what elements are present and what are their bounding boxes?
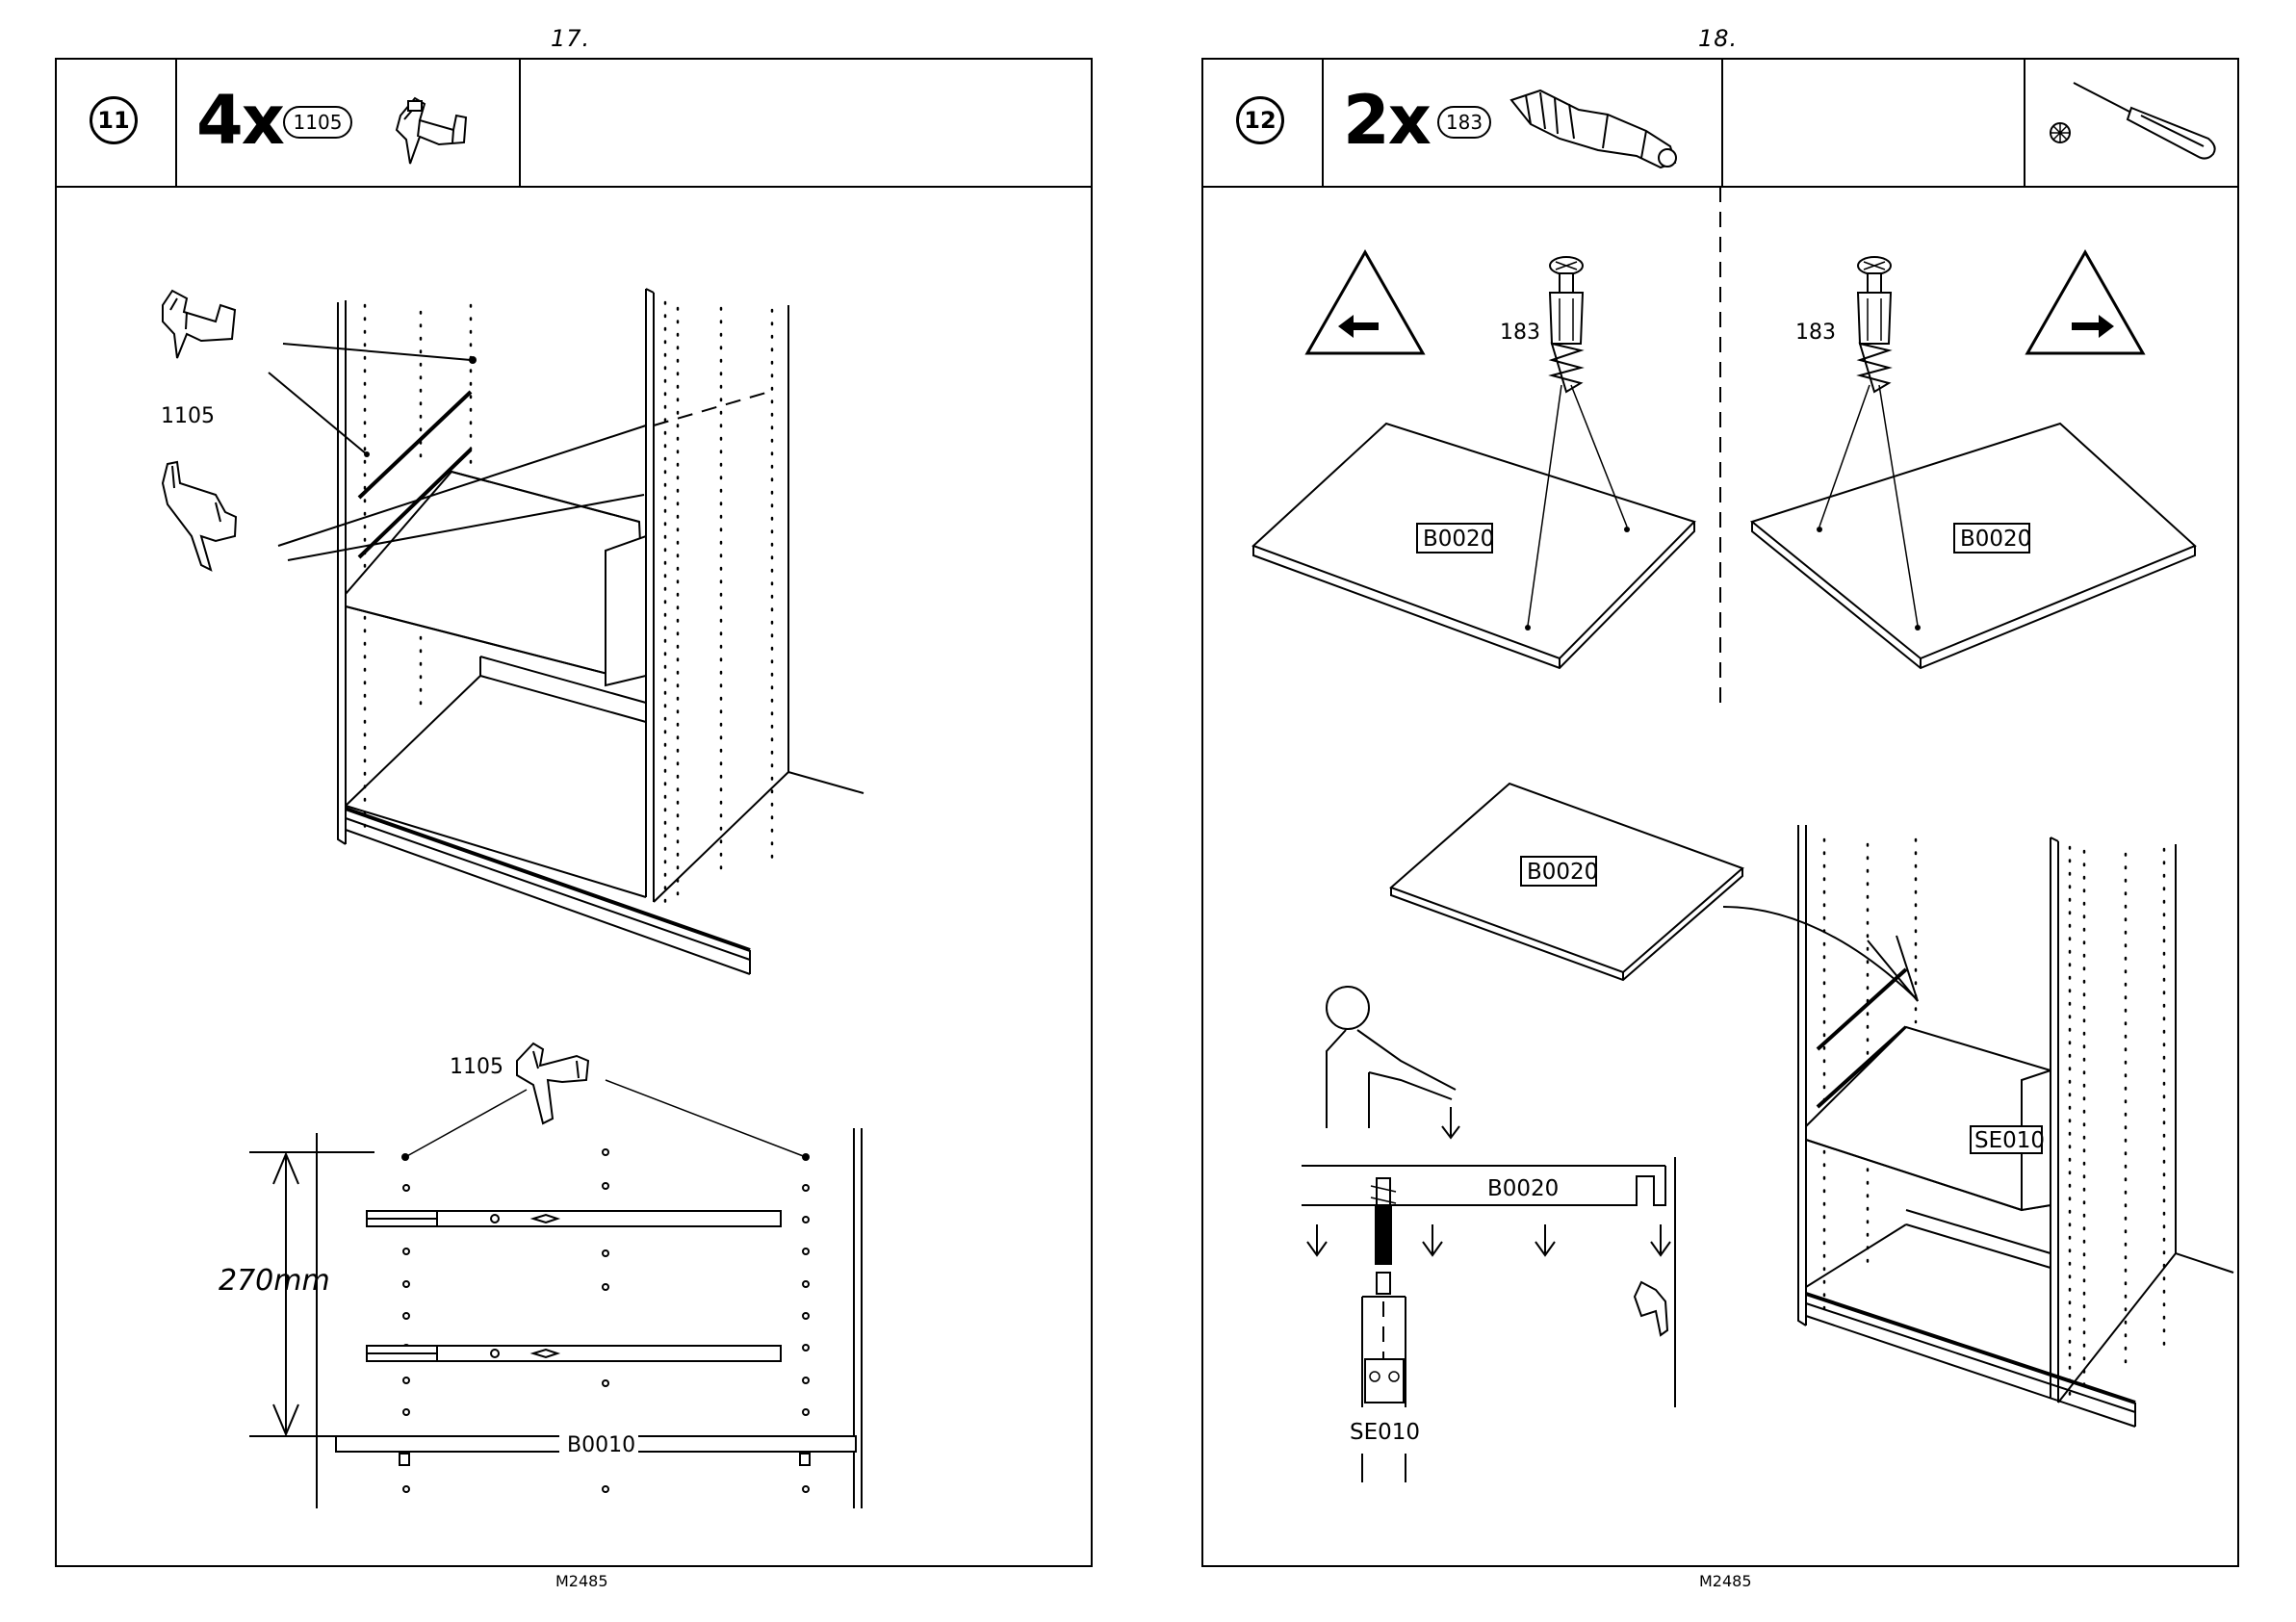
- section-view: B0020 SE010: [1302, 1157, 1675, 1482]
- panel-label-b0010: B0010: [567, 1433, 635, 1457]
- board-left: B0020: [1253, 385, 1694, 668]
- detail-view: 1105: [219, 1043, 862, 1508]
- part-label-upper: 1105: [161, 404, 215, 428]
- section-label-se010: SE010: [1350, 1420, 1420, 1445]
- page-number-18: 18.: [1698, 25, 1738, 52]
- part-label-right: 183: [1795, 321, 1836, 345]
- drawer-rail: [367, 1211, 781, 1226]
- cam-bolt-icon: [1858, 257, 1891, 392]
- dimension-label: 270mm: [219, 1264, 330, 1298]
- shelf-support-icon: [517, 1043, 588, 1123]
- cabinet-label-se010: SE010: [1974, 1128, 2045, 1153]
- page-number-17: 17.: [551, 25, 590, 52]
- page-17-frame: 11 4x 1105: [55, 58, 1093, 1567]
- panel-label-b0020-left: B0020: [1423, 527, 1494, 552]
- part-label-left: 183: [1500, 321, 1540, 345]
- panel-label-b0020-middle: B0020: [1527, 860, 1598, 885]
- page-18-frame: 12 2x 183: [1201, 58, 2239, 1567]
- cabinet-illustration: SE010: [1798, 825, 2233, 1427]
- footer-code-17: M2485: [555, 1572, 608, 1590]
- shelf-support-icon: [163, 291, 235, 358]
- step-11-drawing: 1105 1105: [57, 60, 1095, 1569]
- board-middle: B0020: [1391, 784, 1918, 1001]
- panel-label-b0020-section: B0020: [1487, 1176, 1559, 1201]
- footer-code-18: M2485: [1699, 1572, 1752, 1590]
- shelf-support-icon: [163, 462, 236, 570]
- step-12-drawing: 183 183 B0020 B0020: [1203, 60, 2241, 1569]
- cabinet-illustration: [269, 289, 864, 974]
- part-label-lower: 1105: [450, 1055, 503, 1079]
- down-arrow-icon: [1442, 1107, 1459, 1138]
- board-right: B0020: [1752, 385, 2195, 668]
- drawer-rail: [367, 1346, 781, 1361]
- cam-bolt-icon: [1550, 257, 1583, 392]
- warning-arrow-right-icon: [2027, 252, 2143, 353]
- panel-label-b0020-right: B0020: [1960, 527, 2031, 552]
- warning-arrow-left-icon: [1307, 252, 1423, 353]
- person-icon: [1327, 987, 1456, 1128]
